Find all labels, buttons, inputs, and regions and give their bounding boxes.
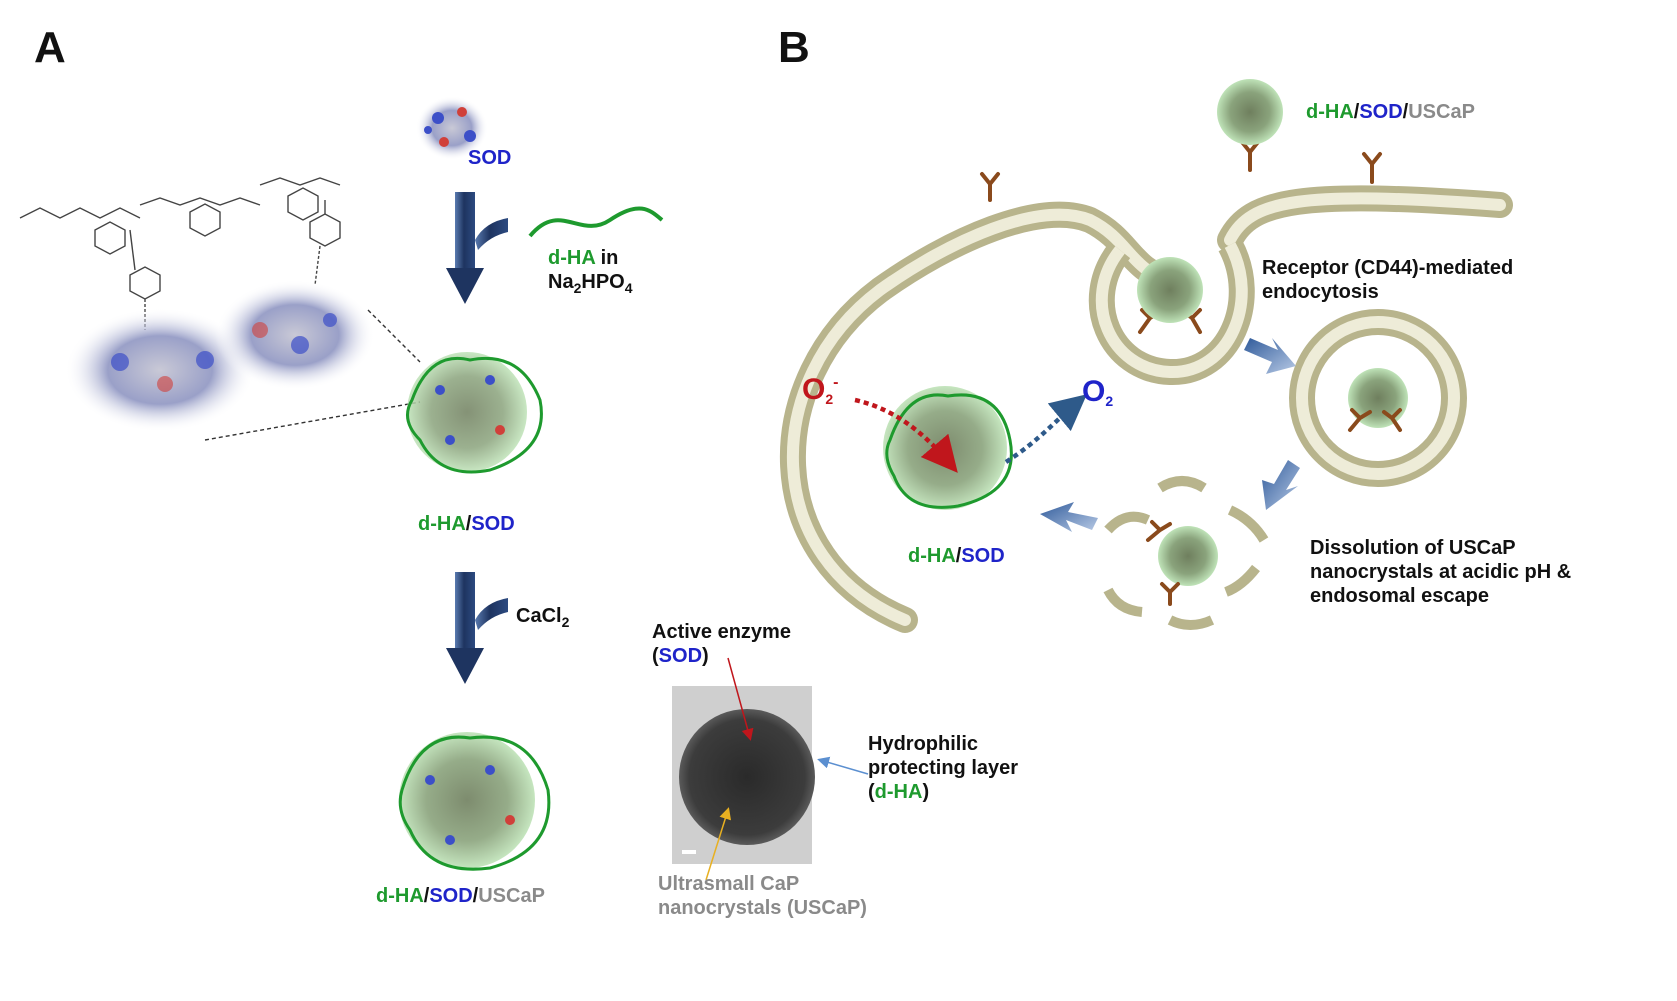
label-sod-top: SOD xyxy=(468,147,512,169)
ultrasmall-line2: nanocrystals (USCaP) xyxy=(658,897,867,919)
top-slash-2: / xyxy=(1402,101,1409,123)
ae-paren-close: ) xyxy=(702,645,709,667)
hl-dha: d-HA xyxy=(874,781,923,803)
hydrophilic-layer-pointer xyxy=(817,756,869,775)
active-enzyme-pointer xyxy=(727,657,754,741)
endosome-vesicle xyxy=(1289,309,1467,487)
zoom-line-lower xyxy=(204,401,421,441)
protein-surface-icon xyxy=(65,280,375,432)
disrupted-vesicle xyxy=(1103,476,1269,630)
mid-dha: d-HA xyxy=(418,513,466,535)
label-oxygen: O2 xyxy=(1082,374,1113,410)
dha-sod-complex-icon xyxy=(406,352,543,474)
cacl2-base: CaCl xyxy=(516,605,562,627)
block-arrow-endocytosis xyxy=(1244,338,1296,374)
cell-membrane xyxy=(779,185,1513,633)
mid-slash: / xyxy=(465,513,472,535)
bottom-slash-2: / xyxy=(472,885,479,907)
block-arrow-escape xyxy=(1262,460,1300,510)
process-arrow-1 xyxy=(446,192,508,304)
superoxide-sup: - xyxy=(833,374,839,391)
chemical-structure-icon xyxy=(19,177,341,330)
active-enzyme-text: Active enzyme xyxy=(652,621,791,643)
bottom-uscap: USCaP xyxy=(478,885,545,907)
hl-paren-close: ) xyxy=(922,781,930,803)
top-dha: d-HA xyxy=(1306,101,1354,123)
pit-nanoparticle-icon xyxy=(1137,257,1203,323)
process-arrow-2 xyxy=(446,572,508,684)
top-uscap: USCaP xyxy=(1408,101,1475,123)
dissolution-line1: Dissolution of USCaP xyxy=(1310,537,1516,559)
bottom-sod: SOD xyxy=(429,885,473,907)
dha-strand-icon xyxy=(528,206,664,238)
sod-protein-icon xyxy=(416,96,488,160)
dha-sod-uscap-complex-icon xyxy=(398,732,551,871)
label-in-word: in xyxy=(595,247,619,269)
label-ultrasmall-cap: Ultrasmall CaP nanocrystals (USCaP) xyxy=(658,872,867,920)
label-superoxide: O2- xyxy=(802,372,838,408)
label-dha-sod-cytosol: d-HA/SOD xyxy=(908,544,1005,568)
hl-paren-open: ( xyxy=(868,781,875,803)
ultrasmall-line1: Ultrasmall CaP xyxy=(658,873,800,895)
label-cacl2: CaCl2 xyxy=(516,604,569,631)
label-dha-sod-uscap-bottom: d-HA/SOD/USCaP xyxy=(376,884,545,908)
bottom-dha: d-HA xyxy=(376,885,424,907)
label-hydrophilic-layer: Hydrophilic protecting layer (d-HA) xyxy=(868,732,1018,804)
cyto-dha: d-HA xyxy=(908,545,956,567)
dissolution-line2: nanocrystals at acidic pH & xyxy=(1310,561,1572,583)
superoxide-sub: 2 xyxy=(825,391,834,407)
superoxide-arrow xyxy=(854,397,958,473)
uscap-pointer xyxy=(705,807,732,881)
hydrophilic-line2: protecting layer xyxy=(868,757,1019,779)
tem-micrograph xyxy=(672,686,815,864)
label-dha-in-na2hpo4: d-HA in Na2HPO4 xyxy=(548,246,633,297)
panel-letter-a: A xyxy=(34,23,66,72)
ae-paren-open: ( xyxy=(652,645,659,667)
mid-sod: SOD xyxy=(471,513,515,535)
bottom-slash-1: / xyxy=(423,885,430,907)
na2hpo4-part2: HPO xyxy=(581,271,625,293)
top-nanoparticle-icon xyxy=(1217,79,1283,145)
superoxide-base: O xyxy=(802,373,826,406)
oxygen-sub: 2 xyxy=(1105,393,1114,409)
label-dissolution: Dissolution of USCaP nanocrystals at aci… xyxy=(1310,536,1571,608)
cytosol-complex-icon xyxy=(883,386,1013,510)
na2hpo4-sub2: 4 xyxy=(624,280,633,296)
oxygen-arrow xyxy=(1004,394,1087,464)
cacl2-sub: 2 xyxy=(561,614,570,630)
dissolution-line3: endosomal escape xyxy=(1310,585,1489,607)
label-active-enzyme: Active enzyme (SOD) xyxy=(652,620,791,668)
na2hpo4-part1: Na xyxy=(548,271,574,293)
label-dha-sod-mid: d-HA/SOD xyxy=(418,512,515,536)
panel-letter-b: B xyxy=(778,23,810,72)
receptor-line2: endocytosis xyxy=(1262,281,1379,303)
top-slash-1: / xyxy=(1353,101,1360,123)
ae-sod: SOD xyxy=(658,645,703,667)
oxygen-base: O xyxy=(1082,375,1106,408)
cyto-sod: SOD xyxy=(961,545,1005,567)
receptor-line1: Receptor (CD44)-mediated xyxy=(1262,257,1514,279)
hydrophilic-line1: Hydrophilic xyxy=(868,733,979,755)
label-dha-sod-uscap-top: d-HA/SOD/USCaP xyxy=(1306,100,1475,124)
block-arrow-release xyxy=(1040,502,1098,532)
top-sod: SOD xyxy=(1359,101,1403,123)
zoom-line-upper xyxy=(367,309,421,363)
label-receptor-endocytosis: Receptor (CD44)-mediated endocytosis xyxy=(1262,256,1513,304)
na2hpo4-sub1: 2 xyxy=(573,280,582,296)
cyto-slash: / xyxy=(955,545,962,567)
label-dha-word: d-HA xyxy=(548,247,596,269)
